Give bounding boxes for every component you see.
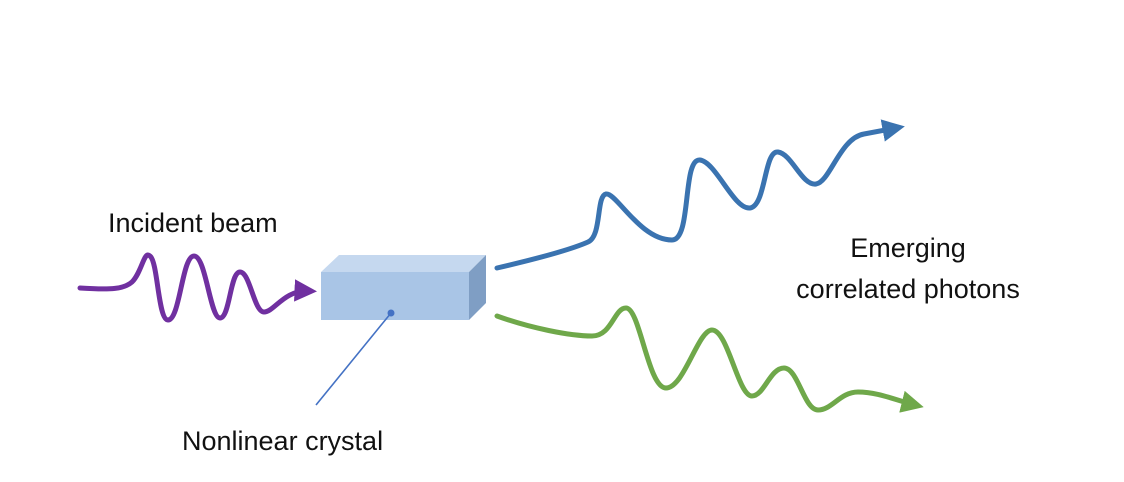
emerging-photons-label-line1: Emerging <box>850 233 966 263</box>
emerging-photons-label-line2: correlated photons <box>796 274 1020 304</box>
nonlinear-crystal-label: Nonlinear crystal <box>182 426 383 456</box>
lower-photon-wave <box>494 305 924 413</box>
crystal-top-face <box>321 255 486 272</box>
crystal-side-face <box>469 255 486 320</box>
nonlinear-crystal <box>321 255 486 320</box>
crystal-front-face <box>321 272 469 320</box>
crystal-pointer-line <box>315 312 392 406</box>
upper-photon-wave <box>494 119 905 271</box>
incident-beam-wave <box>77 252 317 323</box>
crystal-pointer-dot <box>387 309 395 317</box>
incident-beam-label: Incident beam <box>108 208 278 238</box>
